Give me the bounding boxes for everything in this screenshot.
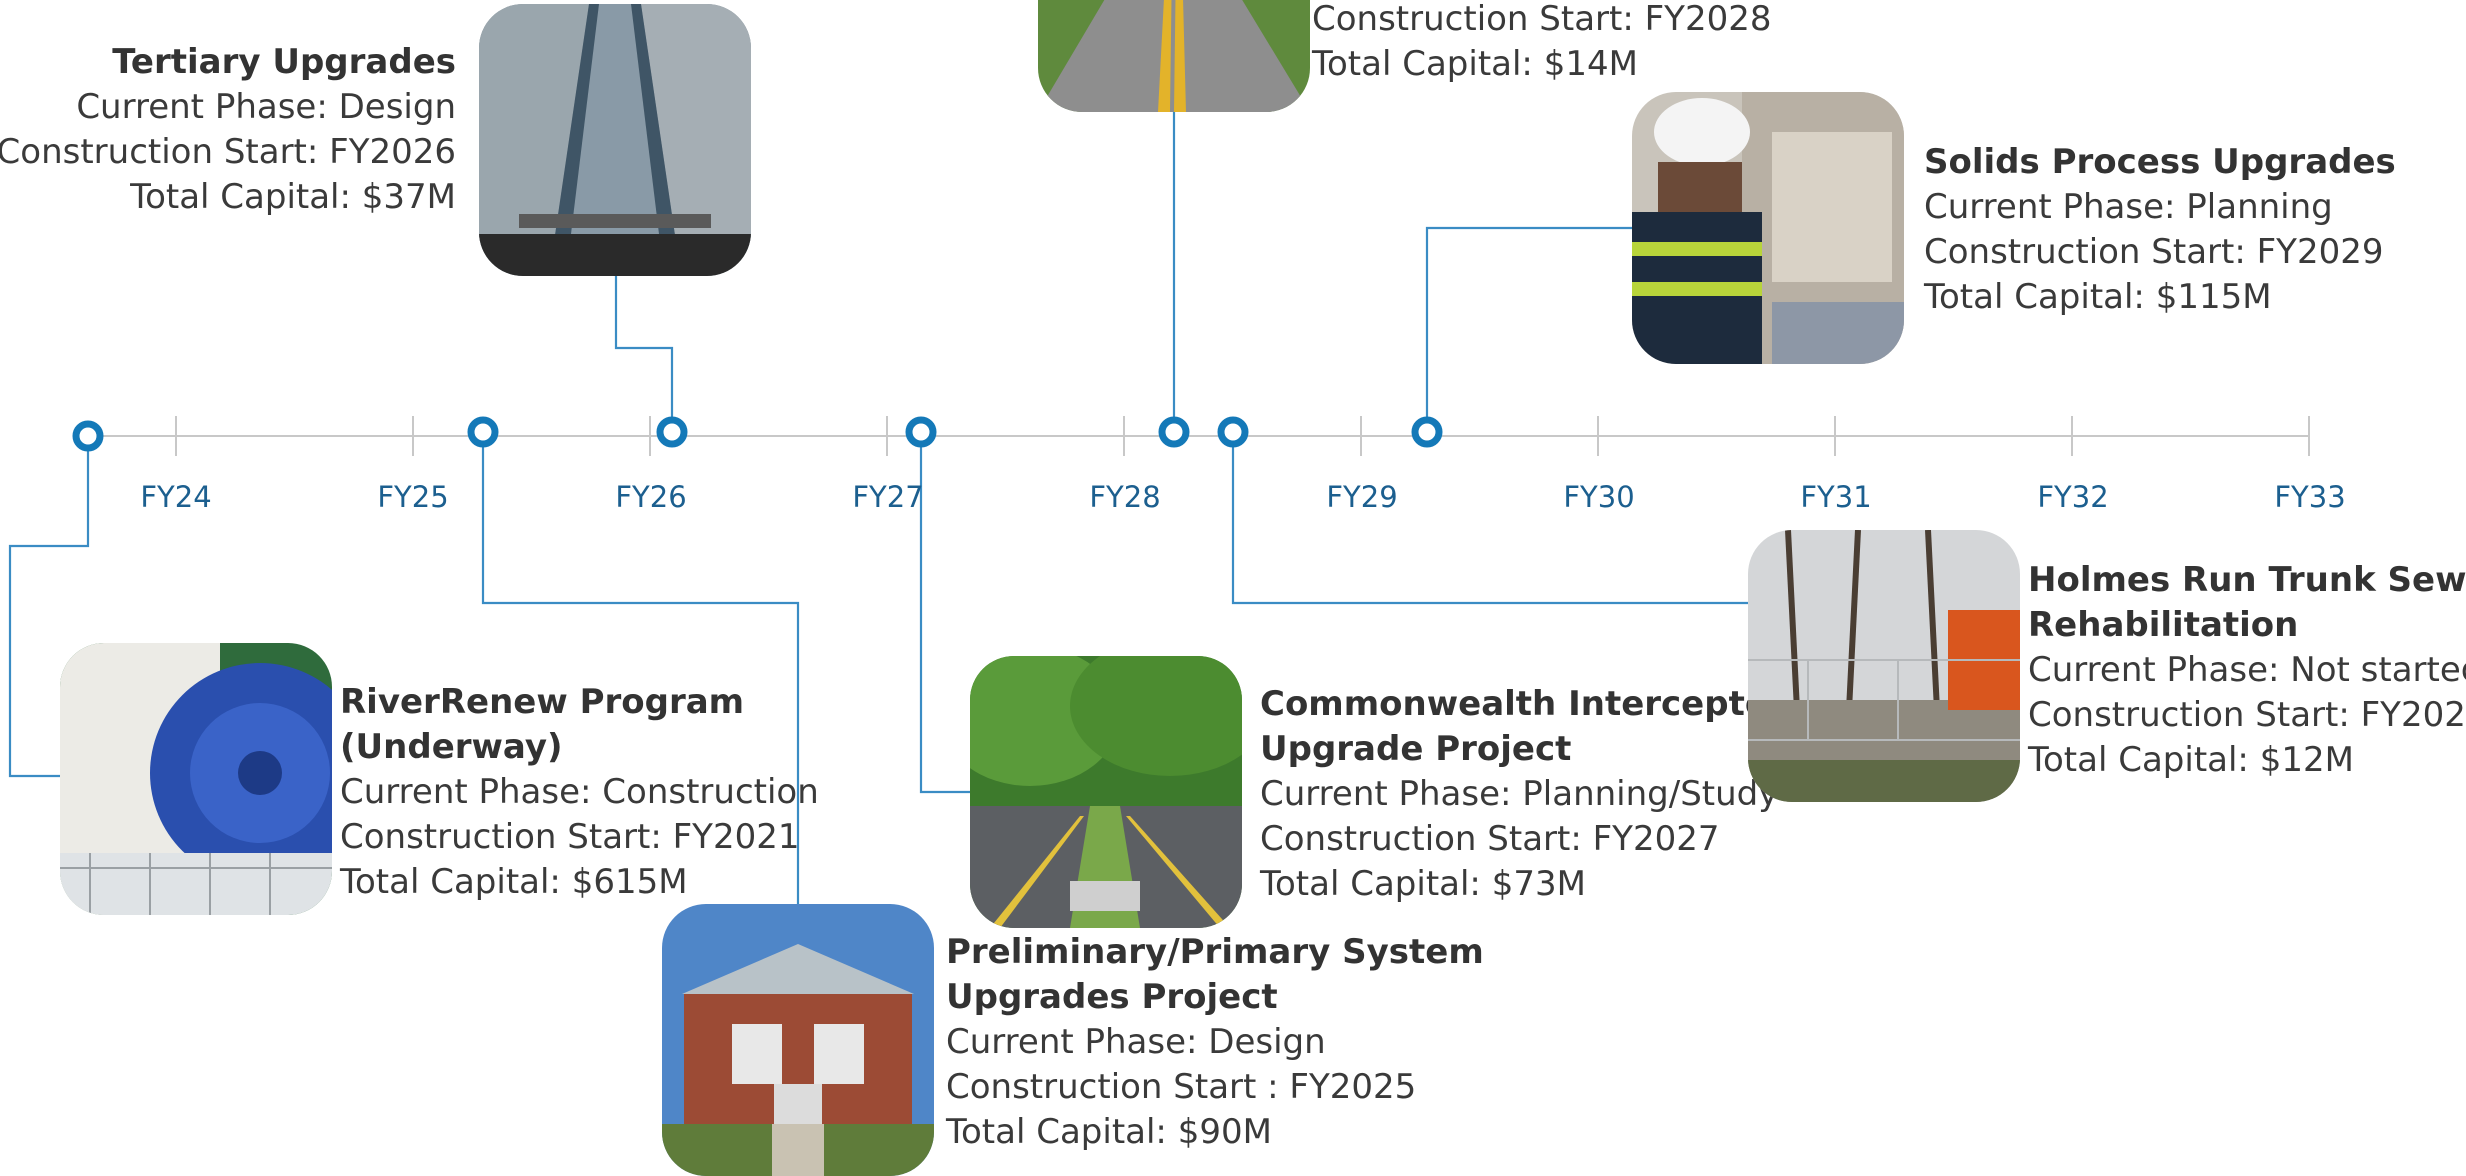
tick-label-fy29: FY29 <box>1326 480 1398 514</box>
current-phase: Current Phase: Construction <box>340 772 819 812</box>
card-commonwealth: Commonwealth Interceptor Upgrade Project… <box>1260 682 1785 907</box>
total-capital: Total Capital: $615M <box>340 862 688 902</box>
card-tertiary: Tertiary Upgrades Current Phase: Design … <box>0 40 456 220</box>
construction-start: Construction Start: FY2029 <box>1924 232 2384 272</box>
tree-lined-road-photo <box>970 656 1242 928</box>
construction-start: Construction Start: FY2028 <box>2028 695 2466 735</box>
project-title-line-1: Holmes Run Trunk Sewer <box>2028 560 2466 600</box>
current-phase: Current Phase: Planning <box>1924 187 2333 227</box>
total-capital: Total Capital: $12M <box>2028 740 2354 780</box>
marker-tertiary <box>656 416 688 448</box>
construction-start: Construction Start: FY2027 <box>1260 819 1720 859</box>
tick-label-fy24: FY24 <box>140 480 212 514</box>
connector-riverrenew <box>8 436 90 778</box>
construction-site-photo <box>1748 530 2020 802</box>
total-capital: Total Capital: $90M <box>946 1112 1272 1152</box>
tunnel-boring-machine-photo <box>60 643 332 915</box>
marker-holmes <box>1217 416 1249 448</box>
marker-riverrenew <box>72 420 104 452</box>
axis-line-group <box>88 416 2310 456</box>
tick-label-fy26: FY26 <box>615 480 687 514</box>
construction-start: Construction Start: FY2021 <box>340 817 800 857</box>
marker-preliminary <box>467 416 499 448</box>
total-capital: Total Capital: $14M <box>1312 44 1638 84</box>
total-capital: Total Capital: $37M <box>130 177 456 217</box>
marker-road <box>1158 416 1190 448</box>
current-phase: Current Phase: Design <box>76 87 456 127</box>
construction-start: Construction Start : FY2025 <box>946 1067 1417 1107</box>
current-phase: Current Phase: Planning/Study <box>1260 774 1779 814</box>
current-phase: Current Phase: Not started <box>2028 650 2466 690</box>
water-channel-photo <box>479 4 751 276</box>
card-riverrenew: RiverRenew Program (Underway) Current Ph… <box>340 680 819 905</box>
connector-tertiary <box>614 274 674 432</box>
construction-start: Construction Start: FY2028 <box>1312 0 1772 39</box>
tick-label-fy31: FY31 <box>1800 480 1872 514</box>
total-capital: Total Capital: $73M <box>1260 864 1586 904</box>
timeline-markers <box>72 416 1443 452</box>
project-title-line-2: Rehabilitation <box>2028 605 2299 645</box>
current-phase: Current Phase: Design <box>946 1022 1326 1062</box>
connector-commonwealth <box>919 432 975 794</box>
total-capital: Total Capital: $115M <box>1924 277 2272 317</box>
card-road: Construction Start: FY2028 Total Capital… <box>1312 0 1771 87</box>
project-title-line-1: Commonwealth Interceptor <box>1260 684 1785 724</box>
marker-solids <box>1411 416 1443 448</box>
project-title: Solids Process Upgrades <box>1924 142 2396 182</box>
project-title-line-1: Preliminary/Primary System <box>946 932 1484 972</box>
project-title-line-1: RiverRenew Program <box>340 682 745 722</box>
road-photo <box>1038 0 1310 112</box>
card-solids: Solids Process Upgrades Current Phase: P… <box>1924 140 2396 320</box>
brick-building-photo <box>662 904 934 1176</box>
project-title-line-2: Upgrade Project <box>1260 729 1572 769</box>
tick-label-fy28: FY28 <box>1089 480 1161 514</box>
connector-solids <box>1425 226 1632 432</box>
card-preliminary: Preliminary/Primary System Upgrades Proj… <box>946 930 1484 1155</box>
connector-holmes <box>1231 432 1748 605</box>
marker-commonwealth <box>905 416 937 448</box>
project-title: Tertiary Upgrades <box>112 42 456 82</box>
card-holmes: Holmes Run Trunk Sewer Rehabilitation Cu… <box>2028 558 2466 783</box>
connector-preliminary <box>481 432 800 904</box>
worker-photo <box>1632 92 1904 364</box>
tick-label-fy30: FY30 <box>1563 480 1635 514</box>
tick-label-fy33: FY33 <box>2274 480 2346 514</box>
tick-label-fy25: FY25 <box>377 480 449 514</box>
tick-label-fy27: FY27 <box>852 480 924 514</box>
project-title-line-2: (Underway) <box>340 727 563 767</box>
tick-label-fy32: FY32 <box>2037 480 2109 514</box>
construction-start: Construction Start: FY2026 <box>0 132 456 172</box>
connector-lines <box>8 108 1748 904</box>
project-title-line-2: Upgrades Project <box>946 977 1278 1017</box>
